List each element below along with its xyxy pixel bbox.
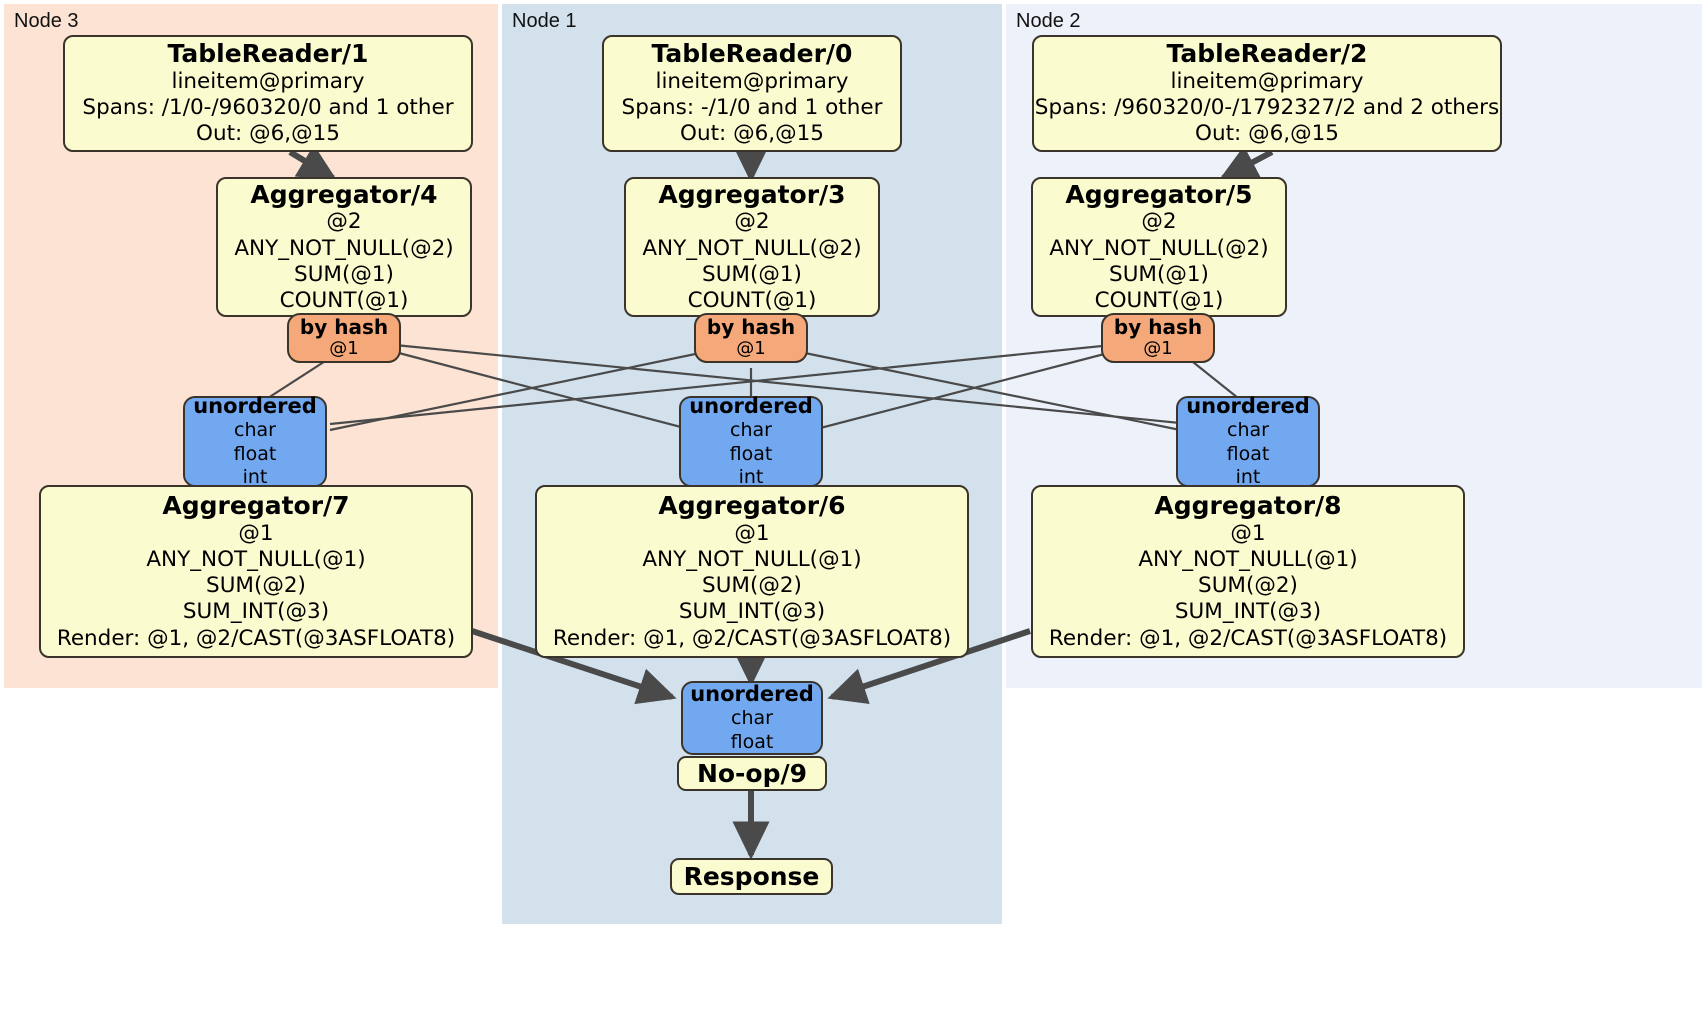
processor-box-tablereader-0[interactable]: TableReader/0 lineitem@primary Spans: -/… bbox=[602, 35, 902, 152]
hash-router-3[interactable]: by hash @1 bbox=[694, 313, 808, 363]
processor-box-aggregator-6[interactable]: Aggregator/6 @1 ANY_NOT_NULL(@1) SUM(@2)… bbox=[535, 485, 969, 658]
processor-line: ANY_NOT_NULL(@1) bbox=[146, 546, 366, 572]
processor-title: Aggregator/4 bbox=[250, 179, 438, 209]
synchronizer-title: unordered bbox=[690, 682, 814, 707]
processor-title: TableReader/2 bbox=[1166, 39, 1368, 69]
synchronizer-title: unordered bbox=[689, 394, 813, 419]
synchronizer-type: int bbox=[242, 465, 268, 488]
processor-line: COUNT(@1) bbox=[687, 287, 817, 313]
synchronizer-type: char bbox=[234, 419, 276, 442]
processor-line: SUM_INT(@3) bbox=[182, 599, 330, 625]
processor-line: SUM(@2) bbox=[702, 573, 802, 599]
processor-render-line: Render: @1, @2/CAST(@3ASFLOAT8) bbox=[1048, 625, 1448, 651]
processor-line: Spans: -/1/0 and 1 other bbox=[621, 95, 883, 121]
node-panel-label-node1: Node 1 bbox=[512, 10, 577, 32]
processor-line: ANY_NOT_NULL(@1) bbox=[642, 546, 862, 572]
processor-box-aggregator-7[interactable]: Aggregator/7 @1 ANY_NOT_NULL(@1) SUM(@2)… bbox=[39, 485, 473, 658]
processor-box-noop-9[interactable]: No-op/9 bbox=[677, 756, 827, 791]
hash-router-5[interactable]: by hash @1 bbox=[1101, 313, 1215, 363]
processor-render-line: Render: @1, @2/CAST(@3ASFLOAT8) bbox=[552, 625, 952, 651]
processor-line: @1 bbox=[238, 520, 274, 546]
processor-title: Aggregator/5 bbox=[1065, 179, 1253, 209]
processor-line: ANY_NOT_NULL(@2) bbox=[234, 235, 454, 261]
processor-line: SUM_INT(@3) bbox=[1174, 599, 1322, 625]
processor-line: Spans: /1/0-/960320/0 and 1 other bbox=[82, 95, 454, 121]
processor-title: Aggregator/8 bbox=[1154, 491, 1342, 521]
processor-line: SUM(@1) bbox=[1109, 261, 1209, 287]
synchronizer-type: char bbox=[730, 419, 772, 442]
hash-router-title: by hash bbox=[1113, 315, 1203, 340]
processor-title: TableReader/1 bbox=[167, 39, 369, 69]
synchronizer-type: int bbox=[738, 465, 764, 488]
synchronizer-type: float bbox=[729, 442, 773, 465]
processor-line: Out: @6,@15 bbox=[196, 121, 340, 147]
processor-box-aggregator-4[interactable]: Aggregator/4 @2 ANY_NOT_NULL(@2) SUM(@1)… bbox=[216, 177, 472, 317]
hash-router-title: by hash bbox=[706, 315, 796, 340]
hash-router-column: @1 bbox=[329, 338, 359, 360]
processor-line: COUNT(@1) bbox=[279, 287, 409, 313]
processor-line: Spans: /960320/0-/1792327/2 and 2 others bbox=[1034, 95, 1500, 121]
processor-box-aggregator-3[interactable]: Aggregator/3 @2 ANY_NOT_NULL(@2) SUM(@1)… bbox=[624, 177, 880, 317]
processor-line: SUM(@2) bbox=[206, 573, 306, 599]
processor-line: @1 bbox=[734, 520, 770, 546]
processor-line: SUM(@1) bbox=[294, 261, 394, 287]
processor-box-tablereader-1[interactable]: TableReader/1 lineitem@primary Spans: /1… bbox=[63, 35, 473, 152]
processor-line: @2 bbox=[326, 209, 362, 235]
processor-line: SUM(@2) bbox=[1198, 573, 1298, 599]
processor-render-line: Render: @1, @2/CAST(@3ASFLOAT8) bbox=[56, 625, 456, 651]
processor-line: COUNT(@1) bbox=[1094, 287, 1224, 313]
processor-box-tablereader-2[interactable]: TableReader/2 lineitem@primary Spans: /9… bbox=[1032, 35, 1502, 152]
processor-line: lineitem@primary bbox=[171, 68, 365, 94]
synchronizer-type: char bbox=[1227, 419, 1269, 442]
noop-label: No-op/9 bbox=[696, 759, 808, 788]
response-node[interactable]: Response bbox=[670, 858, 833, 895]
synchronizer-type: float bbox=[233, 442, 277, 465]
processor-line: @2 bbox=[1141, 209, 1177, 235]
processor-line: Out: @6,@15 bbox=[680, 121, 824, 147]
hash-router-column: @1 bbox=[736, 338, 766, 360]
unordered-synchronizer-node1[interactable]: unordered char float int bbox=[679, 394, 823, 488]
processor-title: TableReader/0 bbox=[651, 39, 853, 69]
node-panel-label-node2: Node 2 bbox=[1016, 10, 1081, 32]
synchronizer-title: unordered bbox=[1186, 394, 1310, 419]
unordered-synchronizer-node3[interactable]: unordered char float int bbox=[183, 394, 327, 488]
synchronizer-type: float bbox=[730, 730, 774, 753]
processor-line: @2 bbox=[734, 209, 770, 235]
processor-line: ANY_NOT_NULL(@1) bbox=[1138, 546, 1358, 572]
unordered-synchronizer-node2[interactable]: unordered char float int bbox=[1176, 394, 1320, 488]
processor-line: SUM_INT(@3) bbox=[678, 599, 826, 625]
hash-router-4[interactable]: by hash @1 bbox=[287, 313, 401, 363]
unordered-synchronizer-final[interactable]: unordered char float bbox=[681, 681, 823, 755]
processor-line: ANY_NOT_NULL(@2) bbox=[1049, 235, 1269, 261]
synchronizer-type: char bbox=[731, 707, 773, 730]
response-label: Response bbox=[683, 862, 820, 891]
processor-title: Aggregator/6 bbox=[658, 491, 846, 521]
hash-router-column: @1 bbox=[1143, 338, 1173, 360]
processor-title: Aggregator/3 bbox=[658, 179, 846, 209]
processor-line: @1 bbox=[1230, 520, 1266, 546]
processor-box-aggregator-8[interactable]: Aggregator/8 @1 ANY_NOT_NULL(@1) SUM(@2)… bbox=[1031, 485, 1465, 658]
processor-box-aggregator-5[interactable]: Aggregator/5 @2 ANY_NOT_NULL(@2) SUM(@1)… bbox=[1031, 177, 1287, 317]
processor-line: ANY_NOT_NULL(@2) bbox=[642, 235, 862, 261]
synchronizer-type: float bbox=[1226, 442, 1270, 465]
node-panel-label-node3: Node 3 bbox=[14, 10, 79, 32]
processor-title: Aggregator/7 bbox=[162, 491, 350, 521]
processor-line: lineitem@primary bbox=[655, 68, 849, 94]
synchronizer-type: int bbox=[1235, 465, 1261, 488]
hash-router-title: by hash bbox=[299, 315, 389, 340]
processor-line: SUM(@1) bbox=[702, 261, 802, 287]
processor-line: Out: @6,@15 bbox=[1195, 121, 1339, 147]
synchronizer-title: unordered bbox=[193, 394, 317, 419]
processor-line: lineitem@primary bbox=[1170, 68, 1364, 94]
